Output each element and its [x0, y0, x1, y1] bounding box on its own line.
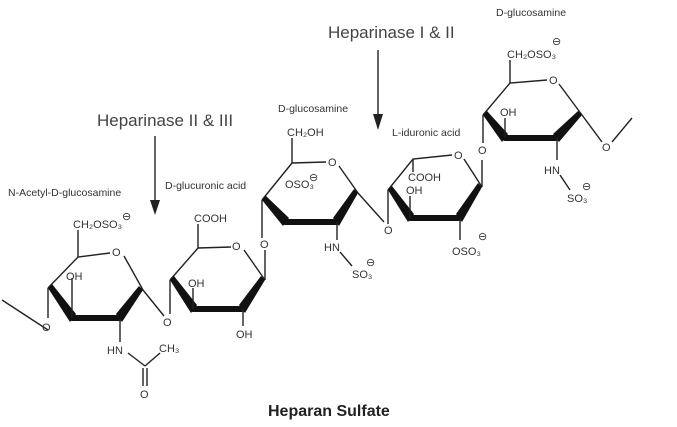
charge-minus: ⊖	[122, 211, 131, 223]
diagram-title: Heparan Sulfate	[268, 403, 390, 420]
group-oh: OH	[236, 329, 253, 341]
charge-minus: ⊖	[366, 257, 375, 269]
group-oh: OH	[500, 107, 517, 119]
ring-oxygen: O	[232, 241, 241, 253]
residue-name-iduronic-acid: L-iduronic acid	[392, 127, 460, 139]
group-so3: SO₃	[567, 193, 587, 205]
group-oh: OH	[188, 278, 205, 290]
residue-name-glucosamine-2: D-glucosamine	[496, 7, 566, 19]
cleavage-arrow-2	[373, 50, 383, 130]
ring-iduronic-acid: COOH OH OSO₃ ⊖ O	[387, 150, 487, 258]
linkage-oxygen-4-5: O	[478, 145, 487, 157]
residue-name-glucosamine-1: D-glucosamine	[278, 103, 348, 115]
group-hn: HN	[544, 165, 560, 177]
group-oso3: OSO₃	[452, 246, 481, 258]
residue-name-n-acetyl-glucosamine: N-Acetyl-D-glucosamine	[8, 187, 121, 199]
group-oh: OH	[66, 271, 83, 283]
ring-oxygen: O	[549, 75, 558, 87]
enzyme-label-heparinase-2-3: Heparinase II & III	[97, 111, 233, 130]
linkage-oxygen-2-3: O	[260, 239, 269, 251]
group-hn: HN	[324, 242, 340, 254]
charge-minus: ⊖	[478, 231, 487, 243]
group-cooh: COOH	[408, 172, 441, 184]
charge-minus: ⊖	[582, 181, 591, 193]
group-cooh: COOH	[194, 213, 227, 225]
group-hn: HN	[107, 345, 123, 357]
ring-glucosamine-2: CH₂OSO₃ ⊖ OH HN SO₃ ⊖ O O	[482, 36, 633, 205]
linkage-oxygen-3-4: O	[384, 225, 393, 237]
ring-oxygen: O	[328, 157, 337, 169]
group-oso3: OSO₃	[285, 179, 314, 191]
ring-n-acetyl-glucosamine: CH₂OSO₃ ⊖ OH HN CH₃ O O O	[1, 211, 179, 401]
enzyme-label-heparinase-1-2: Heparinase I & II	[328, 23, 455, 42]
residue-name-glucuronic-acid: D-glucuronic acid	[165, 180, 246, 192]
ring-oxygen: O	[454, 150, 463, 162]
ring-glucuronic-acid: COOH OH OH O	[169, 213, 266, 341]
group-oh: OH	[406, 185, 423, 197]
group-ch2oh: CH₂OH	[287, 127, 324, 139]
linkage-oxygen: O	[42, 322, 51, 334]
cleavage-arrow-1	[150, 136, 160, 215]
charge-minus: ⊖	[309, 172, 318, 184]
ring-oxygen: O	[112, 247, 121, 259]
charge-minus: ⊖	[552, 36, 561, 48]
group-ch2oso3: CH₂OSO₃	[73, 219, 122, 231]
group-so3: SO₃	[352, 269, 372, 281]
group-ch2oso3: CH₂OSO₃	[507, 49, 556, 61]
group-ch3: CH₃	[159, 343, 179, 355]
linkage-oxygen-1-2: O	[163, 317, 172, 329]
group-carbonyl-o: O	[140, 389, 149, 401]
terminal-linkage-oxygen: O	[602, 142, 611, 154]
ring-glucosamine-1: CH₂OH OSO₃ ⊖ HN SO₃ ⊖ O	[261, 127, 385, 281]
